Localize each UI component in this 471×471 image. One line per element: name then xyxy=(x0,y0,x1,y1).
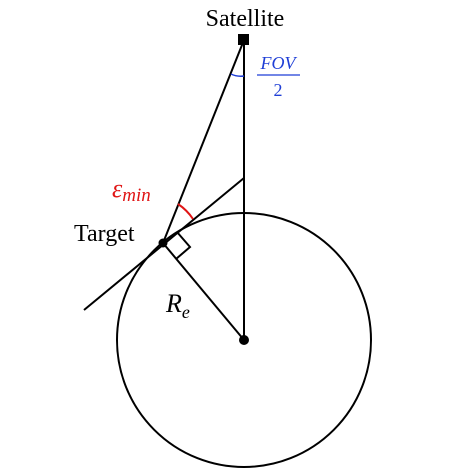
target-label: Target xyxy=(74,221,135,247)
min-elevation-arc xyxy=(177,203,194,220)
radius-subscript: e xyxy=(182,302,190,322)
epsilon-symbol: ε xyxy=(112,174,123,203)
fov-denominator: 2 xyxy=(274,80,283,100)
min-elevation-label: εmin xyxy=(112,174,151,206)
earth-center-point xyxy=(239,335,249,345)
fov-half-arc xyxy=(230,73,245,77)
radius-symbol: R xyxy=(165,289,182,318)
right-angle-marker xyxy=(175,231,192,260)
fov-numerator: FOV xyxy=(260,53,298,73)
target-point xyxy=(158,238,168,248)
satellite-marker xyxy=(238,34,249,45)
earth-radius-label: Re xyxy=(165,289,190,322)
satellite-label: Satellite xyxy=(206,6,285,32)
line-of-sight xyxy=(162,39,245,244)
epsilon-subscript: min xyxy=(122,185,151,206)
